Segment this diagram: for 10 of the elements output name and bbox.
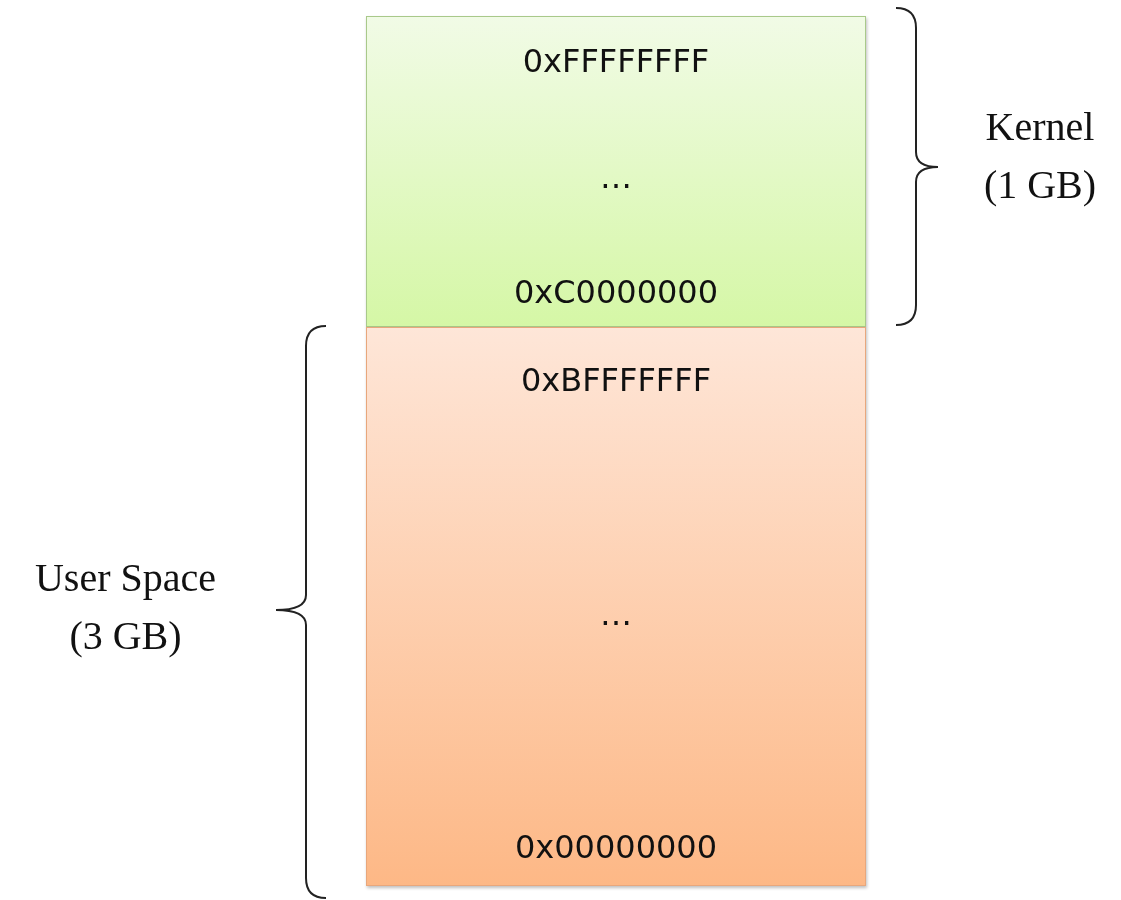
- region-size-label: User Space (3 GB): [33, 554, 217, 660]
- memory-region-box: [366, 16, 866, 327]
- address-text: 0xFFFFFFFF: [522, 41, 710, 81]
- address-text: 0x00000000: [514, 827, 718, 867]
- ellipsis-text: …: [600, 156, 632, 197]
- ellipsis-text: …: [600, 593, 632, 634]
- address-text: 0xC0000000: [513, 272, 719, 312]
- region-size-label: Kernel (1 GB): [982, 103, 1098, 209]
- memory-region-box: [366, 327, 866, 886]
- address-text: 0xBFFFFFFF: [520, 360, 712, 400]
